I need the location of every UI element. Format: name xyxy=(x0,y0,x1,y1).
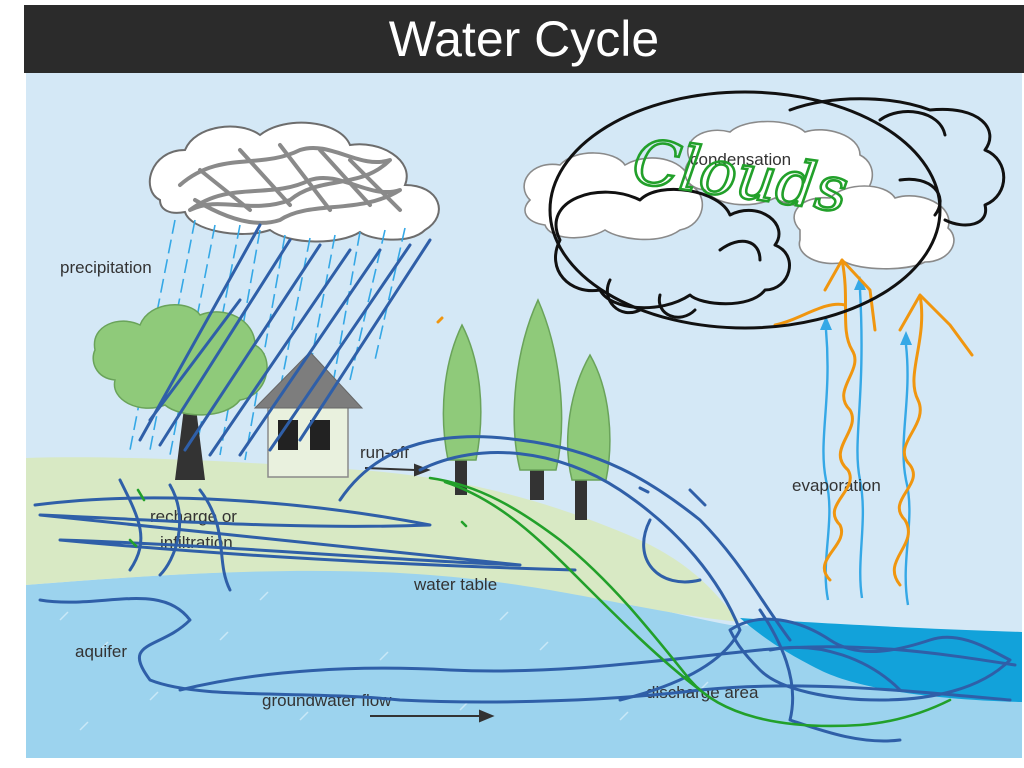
label-aquifer: aquifer xyxy=(75,642,127,661)
title-bar: Water Cycle xyxy=(24,5,1024,73)
aquifer-texture xyxy=(59,591,709,731)
orange-ink-squiggles xyxy=(436,258,974,587)
label-evaporation: evaporation xyxy=(792,476,881,495)
pine-trees xyxy=(442,298,611,520)
aquifer-layer xyxy=(26,570,1022,758)
label-runoff: run-off xyxy=(360,443,409,462)
lake xyxy=(740,618,1022,702)
label-precipitation: precipitation xyxy=(60,258,152,277)
label-water-table: water table xyxy=(413,575,497,594)
diagram-title: Water Cycle xyxy=(388,11,660,67)
evaporation-arrowheads xyxy=(820,276,912,345)
black-ink-cloud-drawing xyxy=(548,90,1006,330)
label-condensation: condensation xyxy=(690,150,791,169)
condensation-clouds xyxy=(523,120,955,270)
gray-scribble xyxy=(178,143,402,225)
green-ink-scribbles xyxy=(128,476,952,728)
blue-ink-scribbles xyxy=(33,223,1017,743)
